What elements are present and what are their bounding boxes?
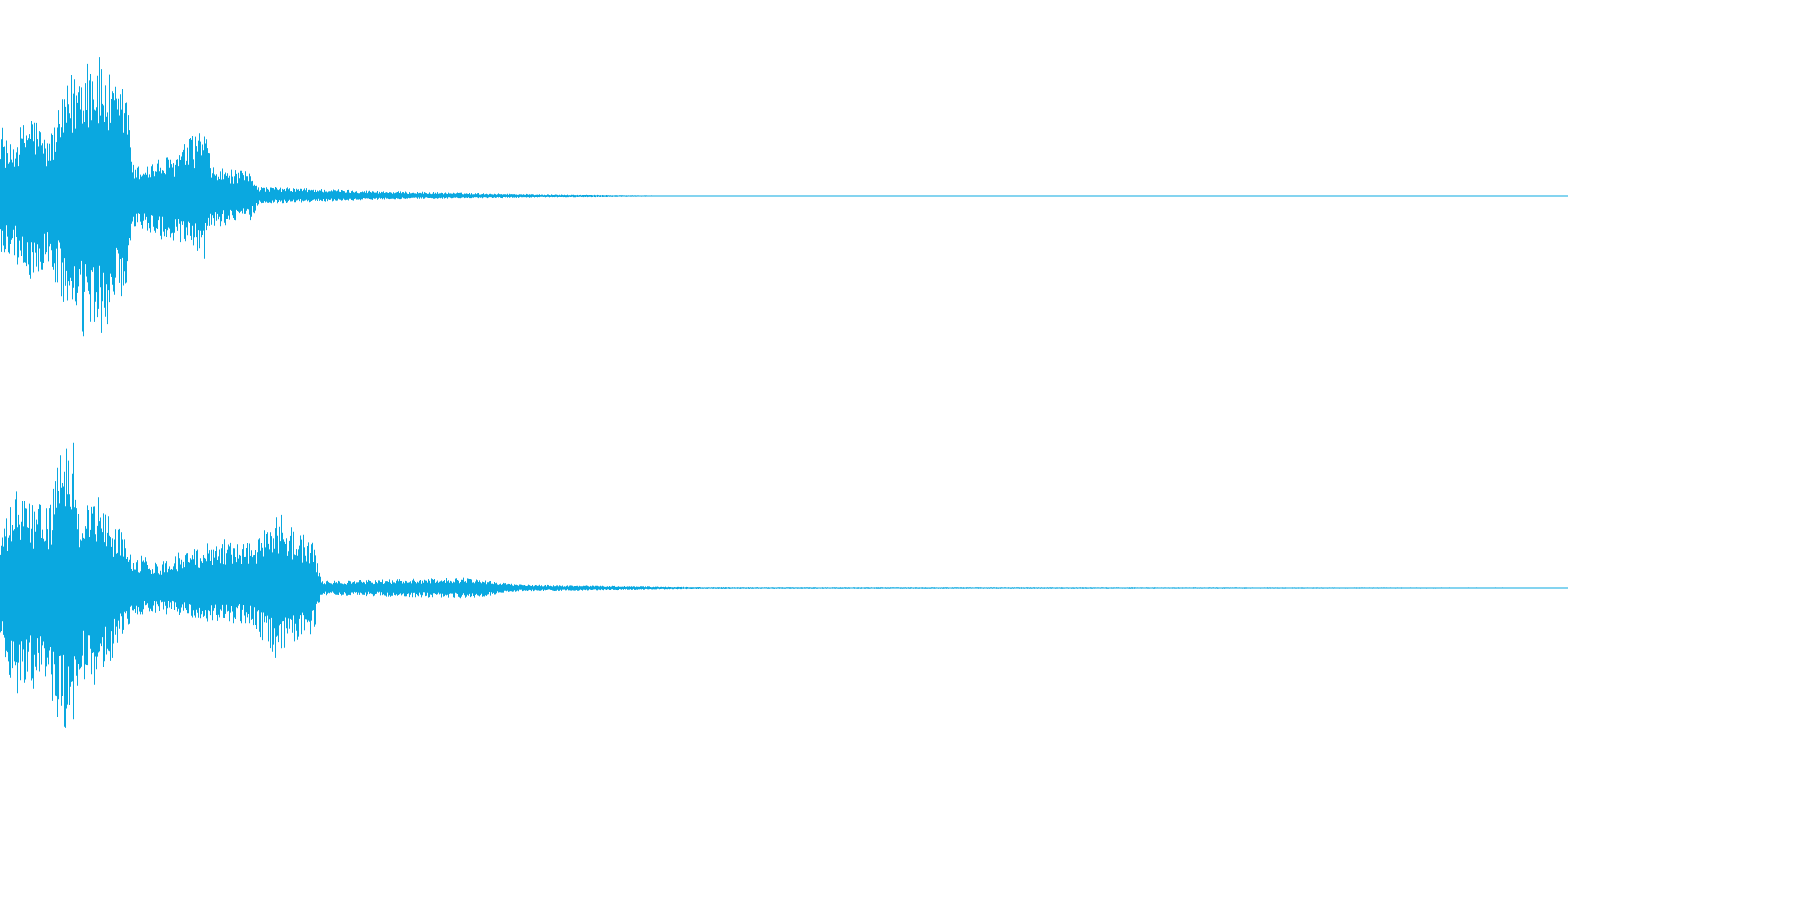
channel-1-waveform [0,57,1568,337]
channel-2-waveform [0,442,1568,728]
waveform-canvas [0,57,1568,728]
waveform-view [0,57,1568,728]
channel-2-samples [0,442,1568,728]
channel-1-samples [0,57,1568,337]
